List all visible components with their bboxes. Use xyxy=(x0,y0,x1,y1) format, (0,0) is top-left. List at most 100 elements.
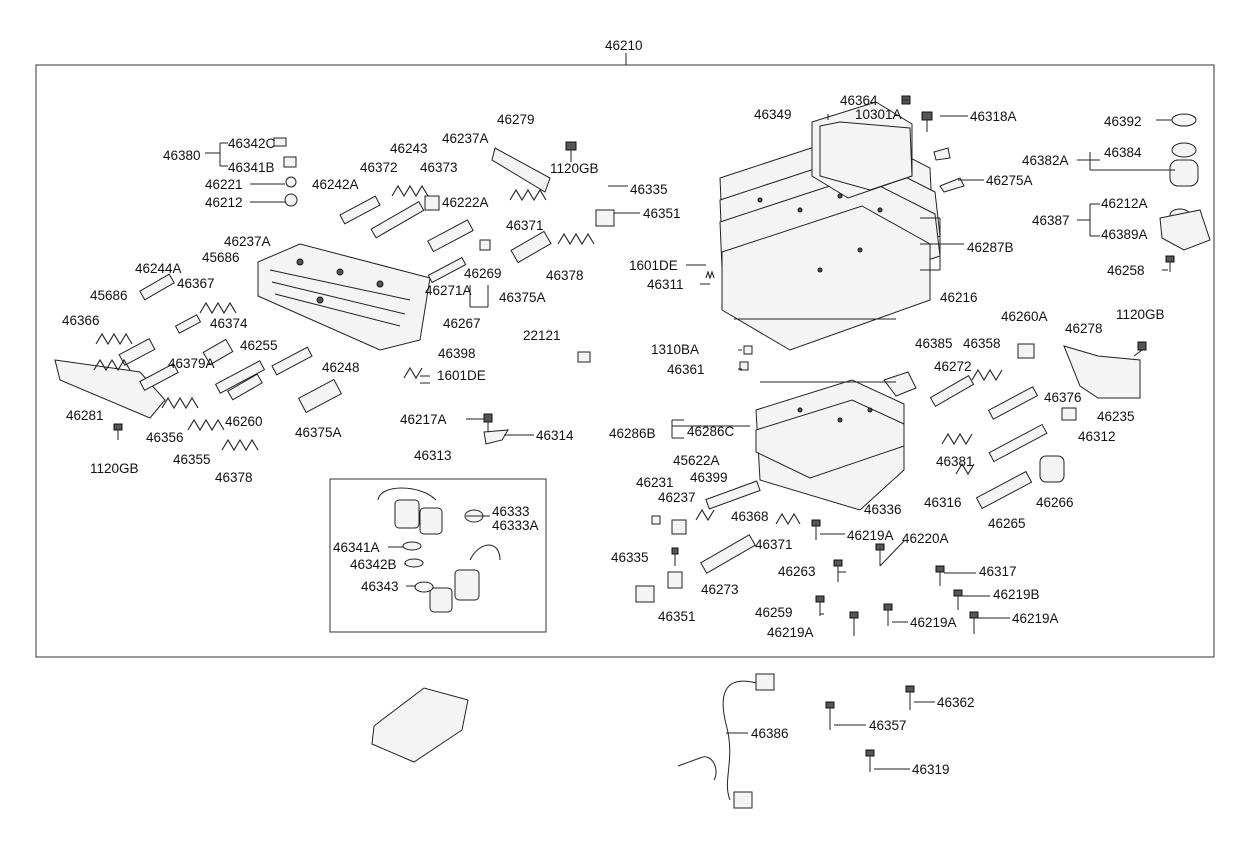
part-label: 46376 xyxy=(1044,390,1082,405)
part-label: 46358 xyxy=(963,336,1001,351)
right-parts xyxy=(635,113,1211,603)
part-label: 46263 xyxy=(778,564,816,579)
part-label: 46314 xyxy=(536,428,574,443)
solenoid-assembly-46313 xyxy=(377,487,501,613)
assembly-label: 46210 xyxy=(605,38,643,53)
part-label: 46364 xyxy=(840,93,878,108)
part-label: 46219A xyxy=(767,625,814,640)
part-label: 46271A xyxy=(425,283,472,298)
part-label: 46212 xyxy=(205,195,243,210)
part-label: 46371 xyxy=(755,537,793,552)
bolts-right xyxy=(671,95,1175,636)
part-label: 46379A xyxy=(168,356,215,371)
part-label: 46269 xyxy=(464,266,502,281)
part-label: 46319 xyxy=(912,762,950,777)
part-label: 46243 xyxy=(390,141,428,156)
leader-lines xyxy=(205,142,1175,439)
part-label: 46286C xyxy=(687,424,735,439)
part-label: 46231 xyxy=(636,475,674,490)
part-label: 1601DE xyxy=(629,258,678,273)
part-label: 46373 xyxy=(420,160,458,175)
part-label: 46378 xyxy=(215,470,253,485)
part-label: 46375A xyxy=(499,290,546,305)
part-label: 46221 xyxy=(205,177,243,192)
part-label: 46220A xyxy=(902,531,949,546)
part-label: 46248 xyxy=(322,360,360,375)
part-label: 1120GB xyxy=(1116,307,1165,322)
part-label: 46387 xyxy=(1032,213,1070,228)
part-label: 46351 xyxy=(658,609,696,624)
part-label: 46286B xyxy=(609,426,656,441)
part-label: 46260 xyxy=(225,414,263,429)
part-label: 46399 xyxy=(690,470,728,485)
part-label: 10301A xyxy=(855,107,902,122)
part-label: 46265 xyxy=(988,516,1026,531)
part-labels: 46210 46342C 46380 46341B 46221 46212 46… xyxy=(62,38,1165,777)
part-label: 46273 xyxy=(701,582,739,597)
lower-valve-body xyxy=(755,379,905,511)
part-label: 46336 xyxy=(864,502,902,517)
part-label: 22121 xyxy=(523,328,561,343)
part-label: 46318A xyxy=(970,109,1017,124)
part-label: 46389A xyxy=(1101,227,1148,242)
bolts-bottom xyxy=(825,685,915,772)
part-label: 46335 xyxy=(611,550,649,565)
part-label: 46378 xyxy=(546,268,584,283)
part-label: 46219A xyxy=(847,528,894,543)
left-valves xyxy=(118,137,615,414)
bracket-46279 xyxy=(491,147,551,193)
upper-valve-body xyxy=(257,243,431,351)
part-label: 46361 xyxy=(667,362,705,377)
part-label: 45686 xyxy=(202,250,240,265)
part-label: 46381 xyxy=(936,454,974,469)
solenoid-box-frame xyxy=(329,478,547,633)
part-label: 46287B xyxy=(967,240,1014,255)
part-label: 46275A xyxy=(986,173,1033,188)
filter-part xyxy=(371,687,469,763)
part-label: 46374 xyxy=(210,316,248,331)
part-label: 46311 xyxy=(647,277,684,292)
left-springs xyxy=(93,184,595,452)
part-label: 46375A xyxy=(295,425,342,440)
part-label: 46217A xyxy=(400,412,447,427)
part-label: 46242A xyxy=(312,177,359,192)
part-label: 46372 xyxy=(360,160,398,175)
part-label: 46216 xyxy=(940,290,978,305)
part-label: 46272 xyxy=(934,359,972,374)
label-pointers xyxy=(388,99,1172,770)
part-label: 46392 xyxy=(1104,114,1142,129)
part-label: 45622A xyxy=(673,453,720,468)
part-label: 1120GB xyxy=(550,161,599,176)
part-label: 46212A xyxy=(1101,196,1148,211)
part-label: 46333 xyxy=(492,504,530,519)
bolts-left xyxy=(113,141,577,445)
part-label: 46281 xyxy=(66,408,104,423)
assembly-frame xyxy=(35,64,1215,658)
part-label: 46367 xyxy=(177,276,215,291)
part-label: 46398 xyxy=(438,346,476,361)
part-label: 46237A xyxy=(224,234,271,249)
part-label: 46219A xyxy=(910,615,957,630)
part-label: 46382A xyxy=(1022,153,1069,168)
part-label: 46219A xyxy=(1012,611,1059,626)
right-springs xyxy=(695,270,1003,526)
part-label: 46341B xyxy=(228,160,275,175)
part-label: 46312 xyxy=(1078,429,1116,444)
part-label: 46368 xyxy=(731,509,769,524)
part-label: 46244A xyxy=(135,261,182,276)
part-label: 46313 xyxy=(414,448,452,463)
part-label: 46266 xyxy=(1036,495,1074,510)
part-label: 1601DE xyxy=(437,368,486,383)
plate-46281 xyxy=(54,359,166,419)
part-label: 46237A xyxy=(442,131,489,146)
part-label: 46351 xyxy=(643,206,681,221)
part-label: 46317 xyxy=(979,564,1017,579)
part-label: 46356 xyxy=(146,430,184,445)
part-label: 46384 xyxy=(1104,145,1142,160)
part-label: 1120GB xyxy=(90,461,139,476)
part-label: 46357 xyxy=(869,718,907,733)
part-label: 46342B xyxy=(350,557,397,572)
part-label: 46255 xyxy=(240,338,278,353)
part-label: 46259 xyxy=(755,605,793,620)
part-label: 46316 xyxy=(924,495,962,510)
